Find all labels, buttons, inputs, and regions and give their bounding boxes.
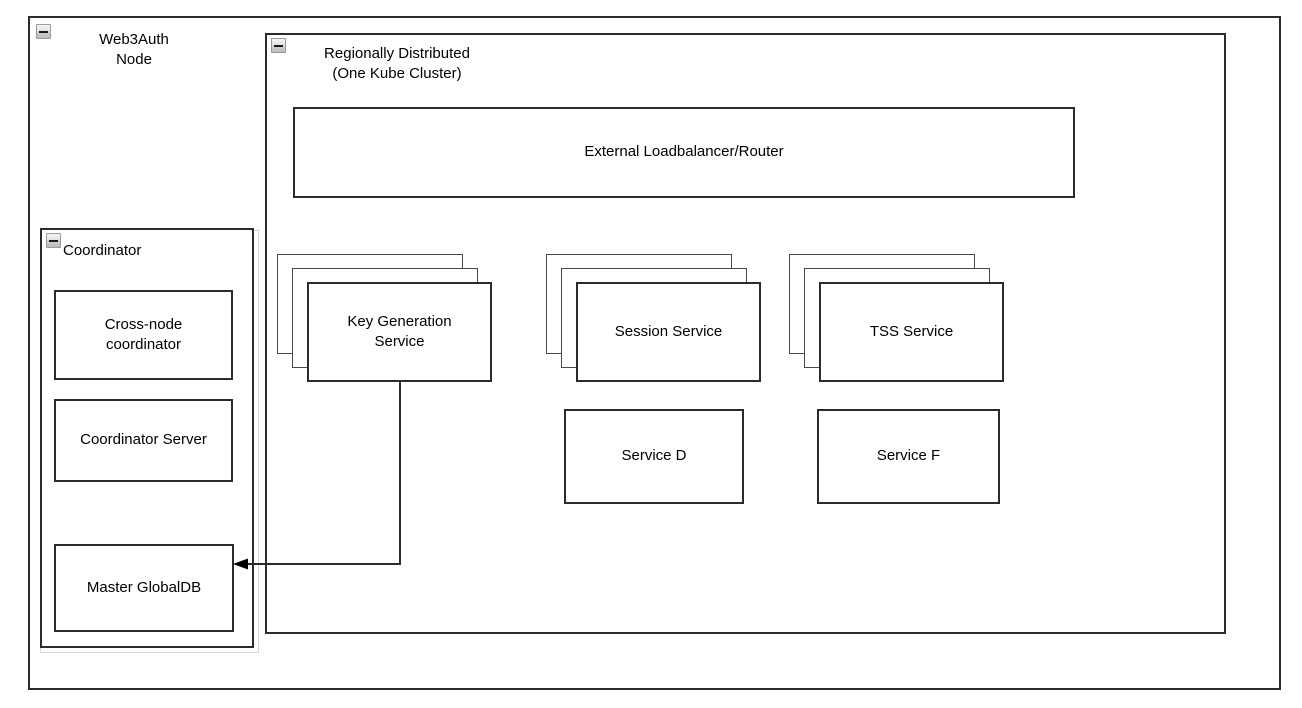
node-label-tss-service: TSS Service [869,322,954,340]
node-label-external-loadbalancer: External Loadbalancer/Router [584,143,784,161]
stack-tss-service[interactable]: TSS Service [789,254,1004,382]
minus-icon-coordinator[interactable] [46,233,61,248]
node-label-key-generation-service: Key Generation Service [347,312,452,350]
stack-front-key-generation-service[interactable]: Key Generation Service [307,282,492,382]
node-external-loadbalancer[interactable]: External Loadbalancer/Router [293,107,1075,198]
container-title-coordinator: Coordinator [63,242,142,259]
node-service-f[interactable]: Service F [817,409,1000,504]
node-coordinator-server[interactable]: Coordinator Server [54,399,233,482]
node-label-coordinator-server: Coordinator Server [80,431,207,449]
stack-key-generation-service[interactable]: Key Generation Service [277,254,492,382]
stack-front-session-service[interactable]: Session Service [576,282,761,382]
minus-icon-web3auth-node[interactable] [36,24,51,39]
node-master-globaldb[interactable]: Master GlobalDB [54,544,234,632]
node-label-master-globaldb: Master GlobalDB [86,578,202,596]
node-label-service-f: Service F [876,447,941,465]
container-title-regionally-distributed: Regionally Distributed (One Kube Cluster… [324,45,470,83]
container-title-web3auth-node: Web3Auth Node [99,31,169,69]
stack-front-tss-service[interactable]: TSS Service [819,282,1004,382]
minus-icon-regionally-distributed[interactable] [271,38,286,53]
node-label-cross-node-coordinator: Cross-node coordinator [104,315,183,353]
stack-session-service[interactable]: Session Service [546,254,761,382]
node-cross-node-coordinator[interactable]: Cross-node coordinator [54,290,233,380]
node-service-d[interactable]: Service D [564,409,744,504]
node-label-service-d: Service D [621,447,687,465]
node-label-session-service: Session Service [614,322,723,340]
